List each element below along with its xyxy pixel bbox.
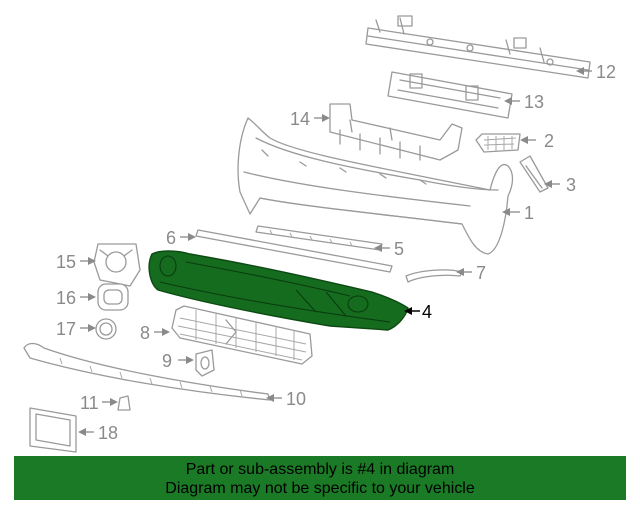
part-18-license-bracket [29,407,77,453]
callout-label-6: 6 [166,228,176,248]
callout-16: 16 [56,288,96,308]
callout-label-4: 4 [422,302,432,322]
callout-label-2: 2 [544,131,554,151]
callout-3: 3 [544,175,576,195]
part-3-side-bracket [519,155,549,193]
callout-15: 15 [56,252,96,272]
part-6-trim-strip [195,229,393,273]
callout-13: 13 [504,92,544,112]
part-7-side-strip [405,269,463,283]
callout-12: 12 [576,62,616,82]
callout-label-17: 17 [56,319,76,339]
callout-9: 9 [162,351,194,371]
callout-label-16: 16 [56,288,76,308]
part-16-bezel [97,283,129,311]
part-12-reinforcement-beam [365,15,591,79]
part-2-reflector [475,133,521,153]
callout-label-5: 5 [394,239,404,259]
part-10-lower-strip [23,342,271,401]
callout-label-3: 3 [566,175,576,195]
callout-label-11: 11 [80,393,99,413]
banner-line-1: Part or sub-assembly is #4 in diagram [185,461,455,478]
callout-label-18: 18 [98,423,118,443]
callout-2: 2 [520,131,554,151]
callout-7: 7 [456,263,486,283]
part-4-lower-valance [148,250,409,331]
callout-label-1: 1 [524,203,534,223]
info-banner: Part or sub-assembly is #4 in diagram Di… [14,456,626,500]
part-15-fog-bezel-bracket [93,243,141,287]
part-1-bumper-fascia [237,117,514,255]
callout-8: 8 [140,323,170,343]
callout-label-14: 14 [290,109,310,129]
part-17-fog-lamp [95,318,117,340]
callout-label-7: 7 [476,263,486,283]
callout-14: 14 [290,109,330,129]
callout-label-8: 8 [140,323,150,343]
callout-label-10: 10 [286,389,306,409]
parts-diagram: 12 13 14 2 3 1 6 5 15 [23,15,616,453]
callout-10: 10 [266,389,306,409]
callout-label-9: 9 [162,351,172,371]
callout-label-15: 15 [56,252,76,272]
callout-11: 11 [80,393,118,413]
part-13-energy-absorber [387,71,513,119]
part-14-bracket [329,103,463,161]
banner-line-2: Diagram may not be specific to your vehi… [165,480,475,497]
part-11-clip [117,395,131,411]
callout-4: 4 [404,302,432,322]
callout-17: 17 [56,319,96,339]
callout-1: 1 [502,203,534,223]
callout-label-12: 12 [596,62,616,82]
callout-label-13: 13 [524,92,544,112]
callout-5: 5 [374,239,404,259]
callout-18: 18 [78,423,118,443]
part-8-grille [171,305,313,365]
part-9-small-bezel [195,349,215,377]
callout-6: 6 [166,228,196,248]
